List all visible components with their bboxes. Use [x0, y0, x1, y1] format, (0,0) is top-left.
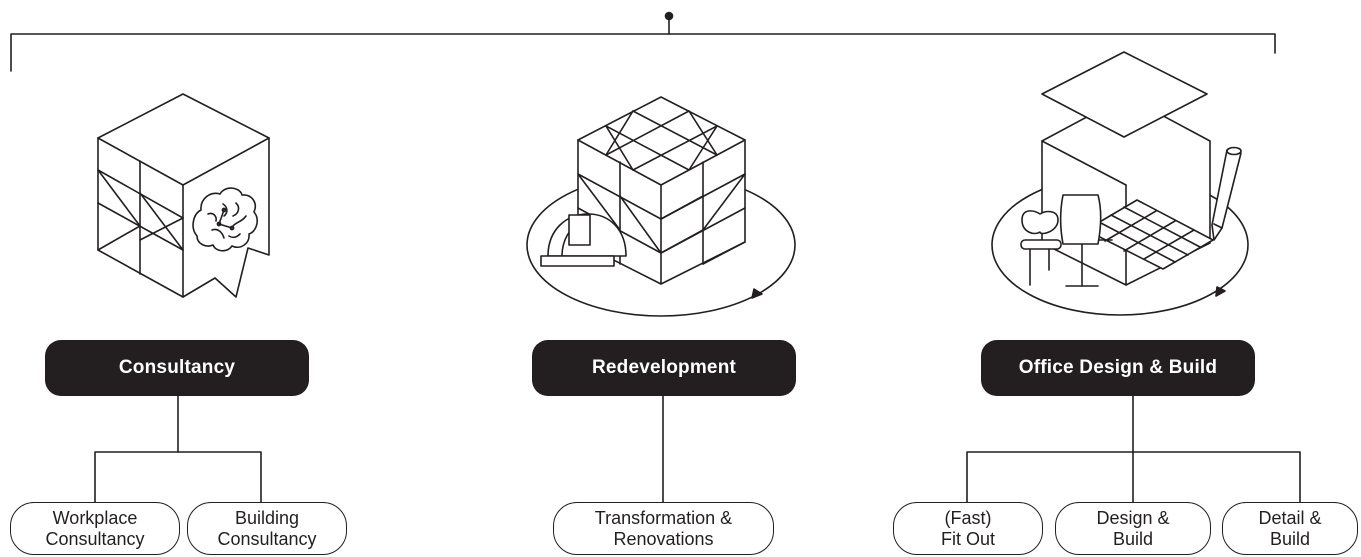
service-line: Transformation & — [594, 507, 733, 528]
service-line: Renovations — [613, 528, 714, 549]
service-detail-build: Detail & Build — [1222, 502, 1358, 555]
service-line: Consultancy — [45, 528, 145, 549]
service-line: (Fast) — [944, 507, 992, 528]
service-workplace-consultancy: Workplace Consultancy — [10, 502, 180, 555]
category-consultancy: Consultancy — [45, 340, 309, 396]
service-line: Detail & — [1258, 507, 1322, 528]
redevelopment-cube-hardhat-icon — [526, 96, 796, 317]
category-redevelopment: Redevelopment — [532, 340, 796, 396]
service-line: Consultancy — [217, 528, 317, 549]
service-transformation-renovations: Transformation & Renovations — [553, 502, 774, 555]
service-building-consultancy: Building Consultancy — [187, 502, 347, 555]
office-design-branch — [966, 395, 1301, 503]
service-fast-fit-out: (Fast) Fit Out — [893, 502, 1043, 555]
service-line: Design & — [1096, 507, 1170, 528]
category-office-design-build: Office Design & Build — [981, 340, 1255, 396]
service-line: Build — [1269, 528, 1311, 549]
service-design-build: Design & Build — [1055, 502, 1211, 555]
consultancy-branch — [94, 395, 262, 503]
service-line: Workplace — [52, 507, 138, 528]
service-line: Fit Out — [940, 528, 995, 549]
office-design-cube-chair-icon — [991, 51, 1249, 316]
top-connector — [10, 11, 1276, 72]
service-line: Build — [1112, 528, 1154, 549]
consultancy-cube-brain-icon — [97, 93, 270, 298]
service-line: Building — [234, 507, 300, 528]
